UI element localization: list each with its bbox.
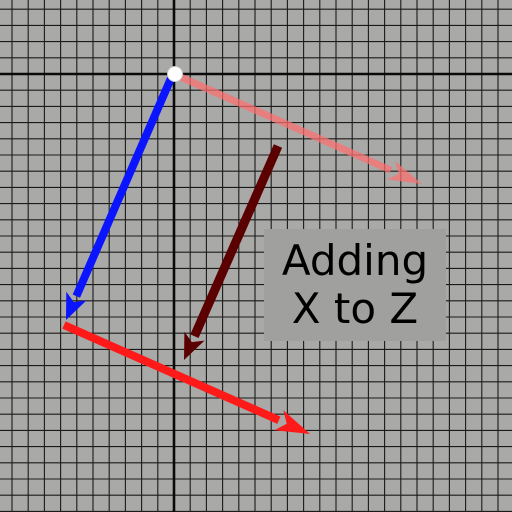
origin-marker xyxy=(167,66,183,82)
caption-line-1: Adding xyxy=(281,236,429,285)
x-vector-faded-shaft xyxy=(174,71,393,174)
sum-vector xyxy=(184,144,283,360)
sum-vector-shaft xyxy=(190,144,283,339)
z-vector xyxy=(66,74,176,320)
caption-line-2: X to Z xyxy=(291,284,419,333)
x-vector-faded-arrowhead xyxy=(386,161,422,184)
z-vector-arrowhead xyxy=(66,291,87,320)
x-vector xyxy=(62,321,310,434)
z-vector-shaft xyxy=(72,74,176,298)
x-vector-shaft xyxy=(62,321,281,424)
x-vector-faded xyxy=(174,71,422,184)
vectors xyxy=(62,66,422,434)
sum-vector-arrowhead xyxy=(184,331,205,360)
x-vector-arrowhead xyxy=(274,410,310,434)
caption-box: Adding X to Z xyxy=(264,229,446,341)
